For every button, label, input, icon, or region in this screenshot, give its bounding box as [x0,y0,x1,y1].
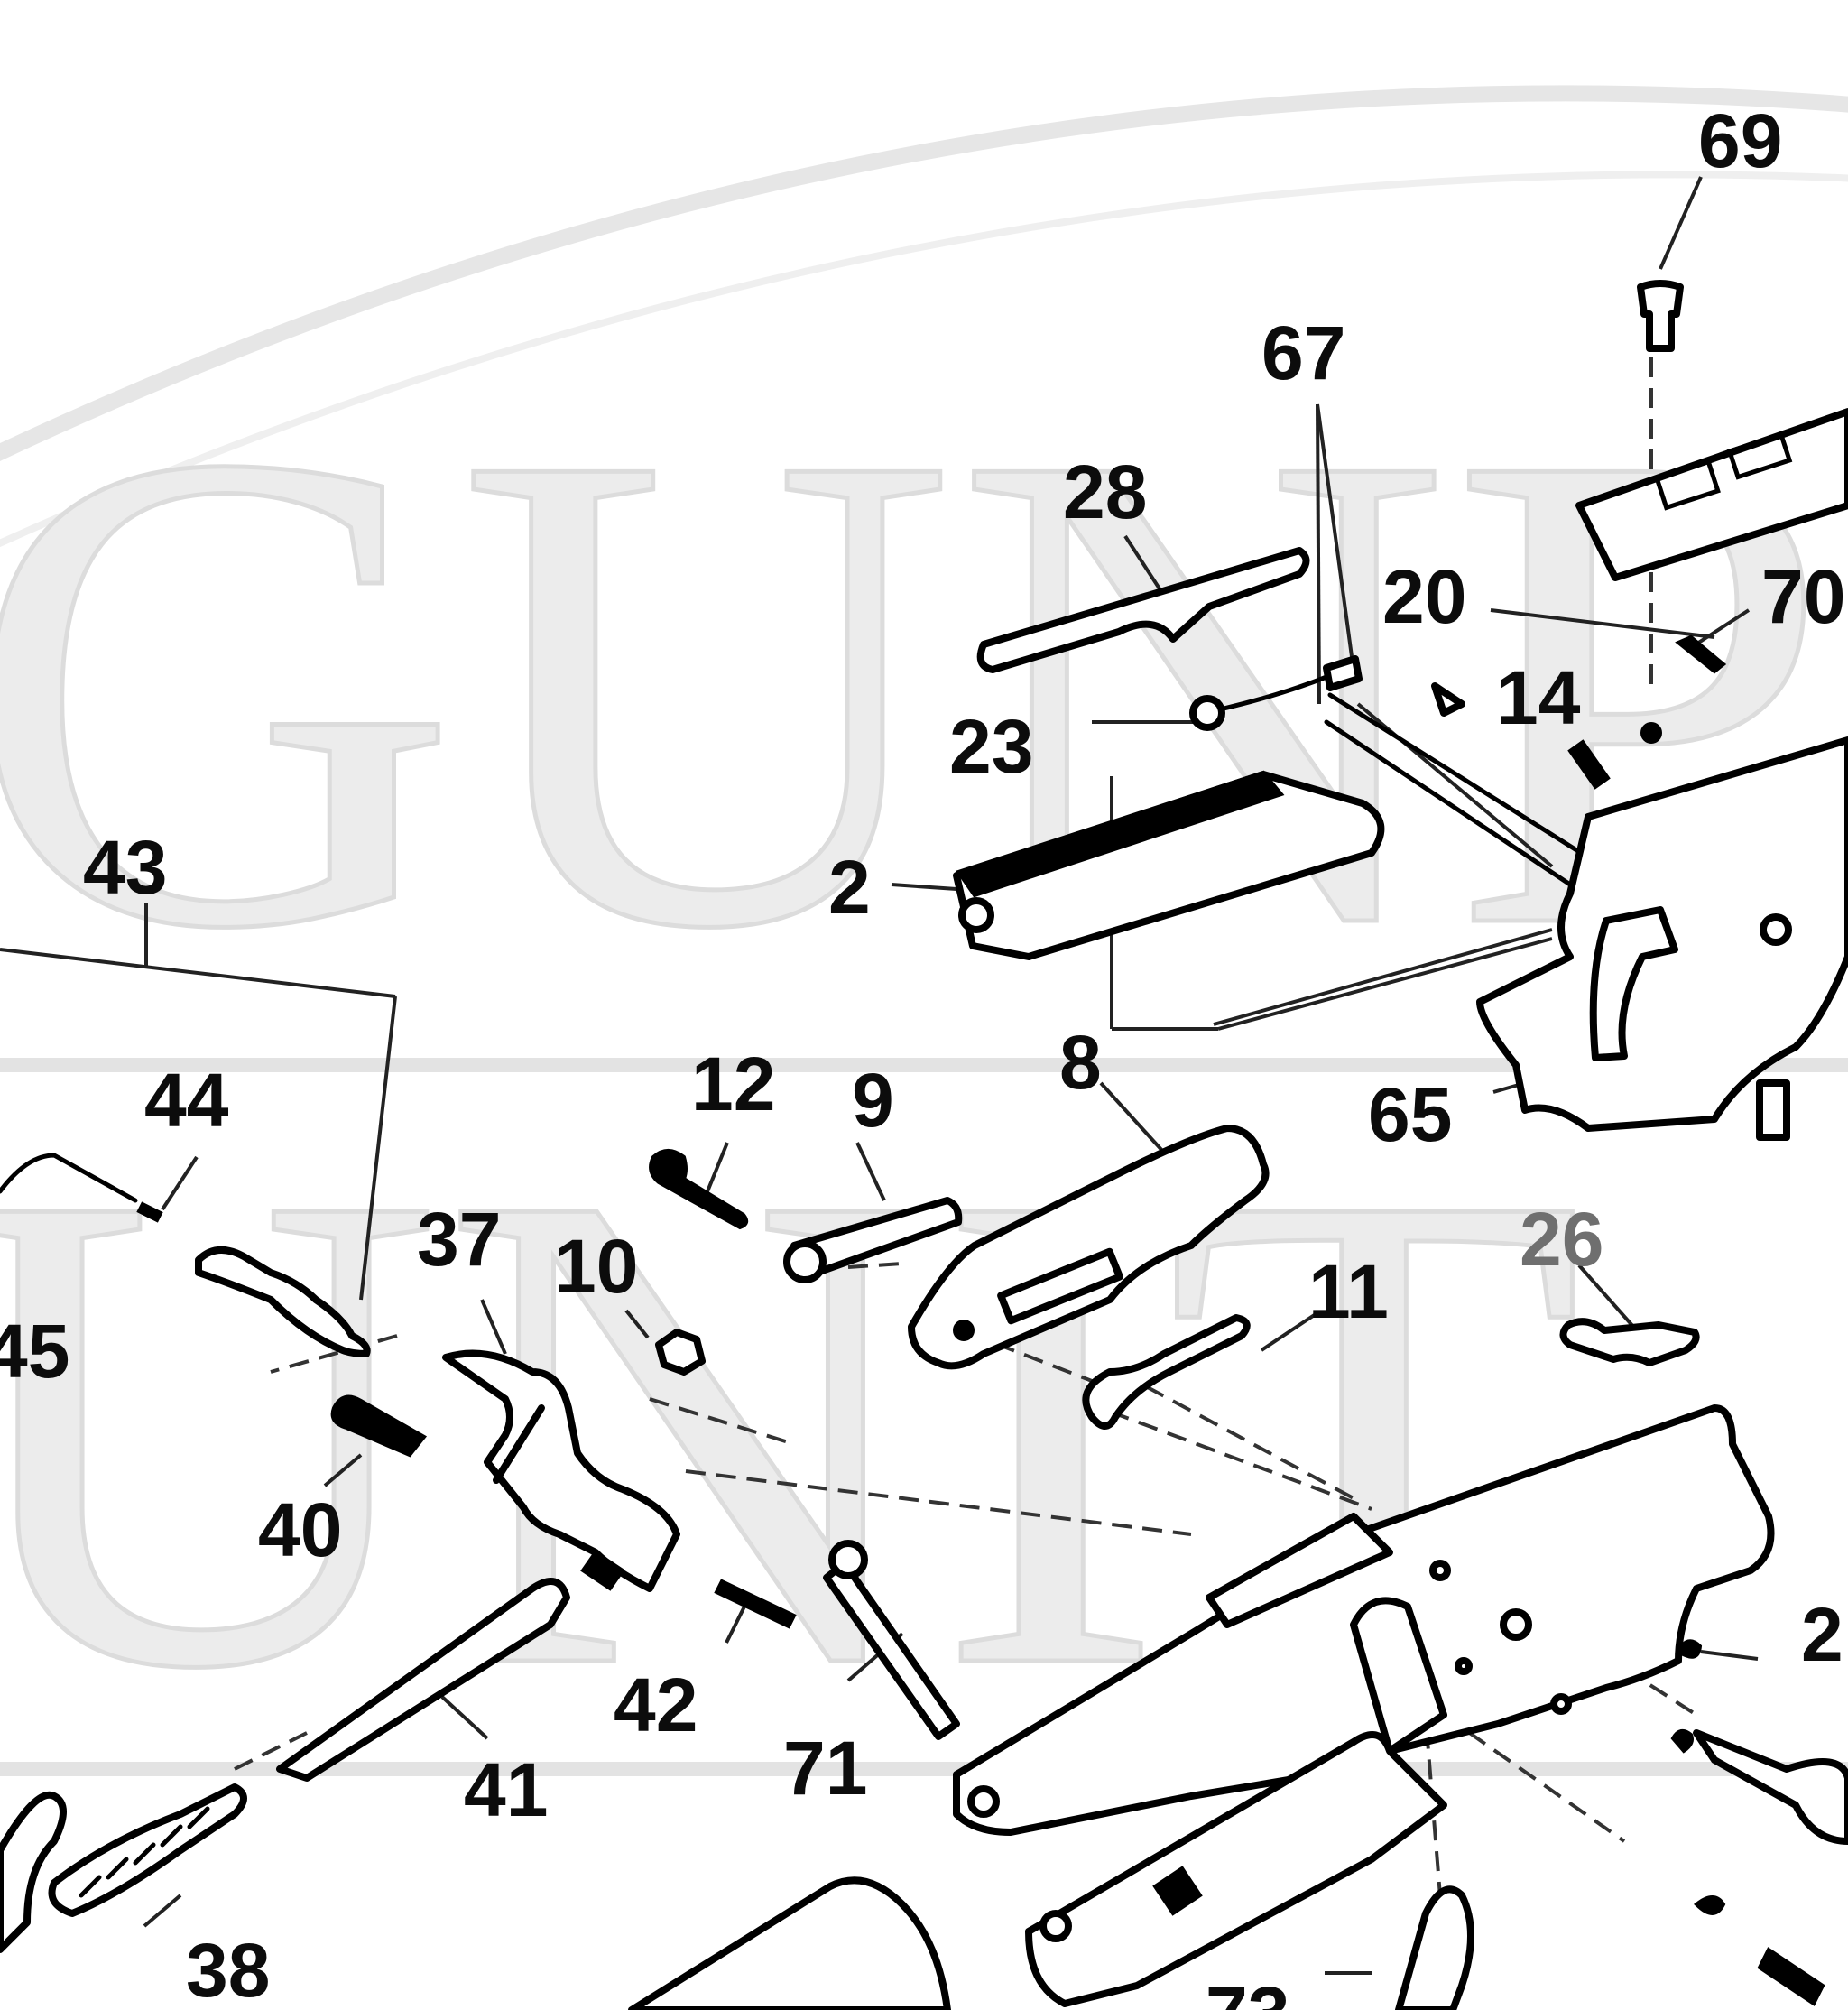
part-label-45: 45 [0,1309,69,1394]
part-label-2-upper: 2 [828,845,871,930]
part-label-11: 11 [1308,1249,1389,1334]
part-43-sear [195,1246,371,1357]
part-9-pin [783,1197,963,1283]
part-73-spring [1395,1885,1474,2010]
part-label-40: 40 [258,1487,342,1572]
part-label-69: 69 [1698,98,1782,183]
part-label-2-lower: 2 [1801,1592,1843,1677]
part-lower-left-lever [0,1791,67,1953]
part-26-clip [1559,1318,1700,1366]
part-8-trigger-guard [908,1125,1270,1370]
part-label-10: 10 [554,1224,638,1309]
watermark-line-1: GUNPA [0,310,1848,1070]
part-label-38: 38 [186,1928,270,2010]
part-label-70: 70 [1761,554,1845,639]
part-lower-magazine [628,1876,951,2010]
part-lower-slide [1025,1731,1447,2007]
part-label-26: 26 [1520,1197,1603,1282]
part-10-nut [655,1329,706,1376]
part-label-41: 41 [464,1747,548,1832]
part-65-receiver [1476,736,1848,1141]
part-11-spring [1082,1314,1251,1430]
part-67-bracket [1324,692,1591,887]
part-label-73: 73 [1206,1971,1289,2010]
part-label-12: 12 [691,1042,775,1126]
part-label-43: 43 [83,825,167,910]
part-71-pin [823,1540,960,1740]
part-70-pin [1640,634,1727,744]
part-label-23: 23 [949,704,1033,789]
part-label-71: 71 [783,1726,867,1811]
part-37-hammer [442,1349,680,1592]
part-label-9: 9 [852,1058,894,1143]
part-41-rod [276,1578,570,1782]
part-23-spring [1189,655,1363,731]
part-label-28: 28 [1063,449,1147,534]
part-42-pin [714,1579,797,1629]
part-label-44: 44 [144,1058,229,1143]
part-38-spring [48,1783,247,1917]
part-28-rod [976,547,1310,673]
part-20-pin [1431,682,1465,717]
part-label-67: 67 [1261,310,1345,395]
part-40-pin [330,1394,428,1458]
part-label-14: 14 [1496,655,1581,740]
part-14-screw [1567,739,1611,790]
part-12-pin [649,1149,749,1230]
part-lower-right-screw [1670,1639,1848,2006]
part-label-20: 20 [1382,554,1466,639]
part-label-42: 42 [614,1663,698,1747]
part-69-screw [1637,280,1684,352]
part-lower-frame [953,1404,1775,1836]
part-labels: 69 67 28 20 70 14 23 2 43 12 9 8 65 44 3… [0,98,1845,2010]
part-label-65: 65 [1368,1072,1452,1157]
part-44-spring-wire [0,1153,163,1223]
part-label-37: 37 [417,1197,501,1282]
part-2-bolt [953,770,1385,960]
part-top-rail [1575,408,1848,581]
part-label-8: 8 [1059,1020,1102,1105]
